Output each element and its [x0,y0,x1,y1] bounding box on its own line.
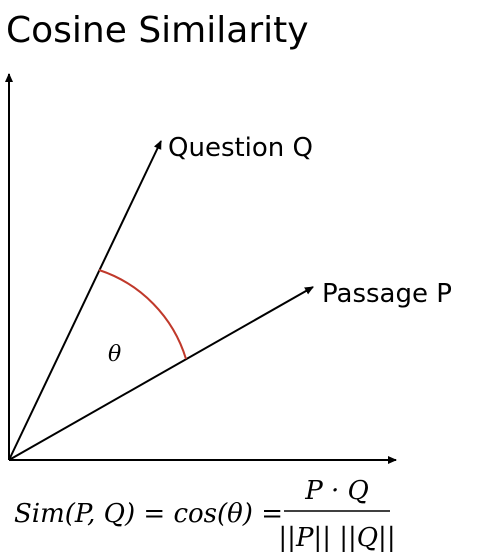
formula-numerator: P · Q [304,476,369,506]
formula-denominator: ||P|| ||Q|| [278,523,395,553]
angle-theta-label: θ [108,342,121,367]
question-vector [8,140,162,461]
diagram-title: Cosine Similarity [6,10,309,51]
passage-label: Passage P [322,279,452,309]
question-label: Question Q [168,133,313,163]
formula-lhs: Sim(P, Q) = cos(θ) = [14,499,283,529]
passage-vector [8,286,314,461]
angle-arc [98,269,187,360]
